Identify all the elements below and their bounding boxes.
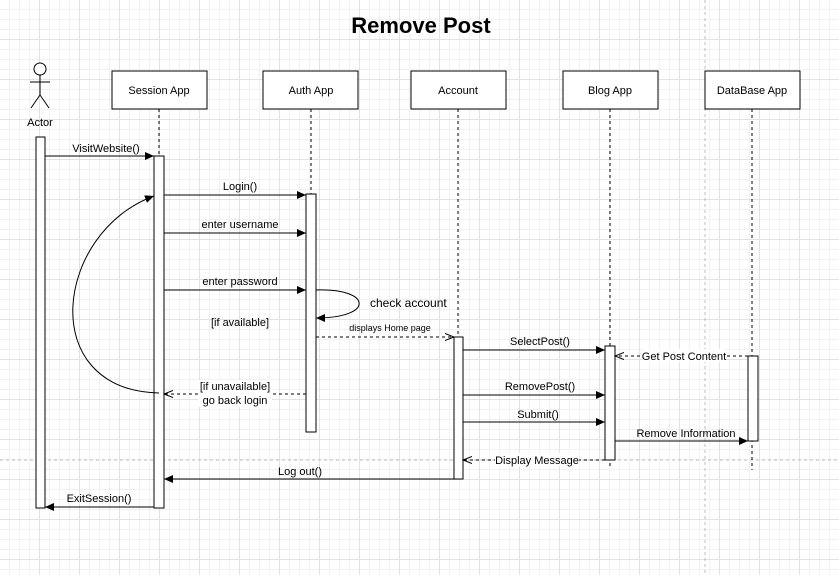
participant-auth-label: Auth App bbox=[289, 85, 334, 97]
participant-account-label: Account bbox=[438, 85, 478, 97]
activation-database[interactable] bbox=[747, 355, 759, 442]
participant-auth[interactable]: Auth App bbox=[262, 70, 359, 110]
message-exit-session-label: ExitSession() bbox=[67, 493, 132, 505]
participant-session[interactable]: Session App bbox=[111, 70, 208, 110]
message-check-account-label: check account bbox=[370, 296, 447, 310]
participant-database-label: DataBase App bbox=[717, 85, 787, 97]
participant-account[interactable]: Account bbox=[410, 70, 507, 110]
message-remove-post-label: RemovePost() bbox=[505, 381, 575, 393]
participant-database[interactable]: DataBase App bbox=[704, 70, 801, 110]
message-select-post-label: SelectPost() bbox=[510, 336, 570, 348]
guard-if-unavailable: [if unavailable] bbox=[200, 381, 270, 393]
guard-if-available: [if available] bbox=[211, 317, 269, 329]
message-check-account bbox=[315, 289, 360, 322]
message-login-label: Login() bbox=[223, 181, 257, 193]
participant-blog-label: Blog App bbox=[588, 85, 632, 97]
message-submit-label: Submit() bbox=[517, 409, 559, 421]
message-remove-information-label: Remove Information bbox=[636, 428, 735, 440]
activation-blog[interactable] bbox=[604, 345, 616, 461]
activation-account[interactable] bbox=[453, 336, 464, 480]
message-go-back-login-label: go back login bbox=[203, 395, 268, 407]
message-enter-username-label: enter username bbox=[201, 219, 278, 231]
message-display-message-label: Display Message bbox=[495, 455, 579, 467]
message-visit-website-label: VisitWebsite() bbox=[72, 143, 139, 155]
participant-session-label: Session App bbox=[128, 85, 189, 97]
activation-auth[interactable] bbox=[305, 193, 317, 433]
message-log-out-label: Log out() bbox=[278, 466, 322, 478]
diagram-title: Remove Post bbox=[351, 13, 491, 38]
message-displays-home-label: displays Home page bbox=[349, 323, 431, 333]
activation-actor[interactable] bbox=[35, 136, 46, 509]
participant-blog[interactable]: Blog App bbox=[562, 70, 659, 110]
activation-session[interactable] bbox=[153, 155, 165, 509]
message-enter-password-label: enter password bbox=[202, 276, 277, 288]
loop-back-curve bbox=[72, 195, 160, 394]
actor-icon bbox=[30, 62, 50, 109]
actor-label: Actor bbox=[27, 117, 53, 129]
message-get-post-content-label: Get Post Content bbox=[642, 351, 726, 363]
